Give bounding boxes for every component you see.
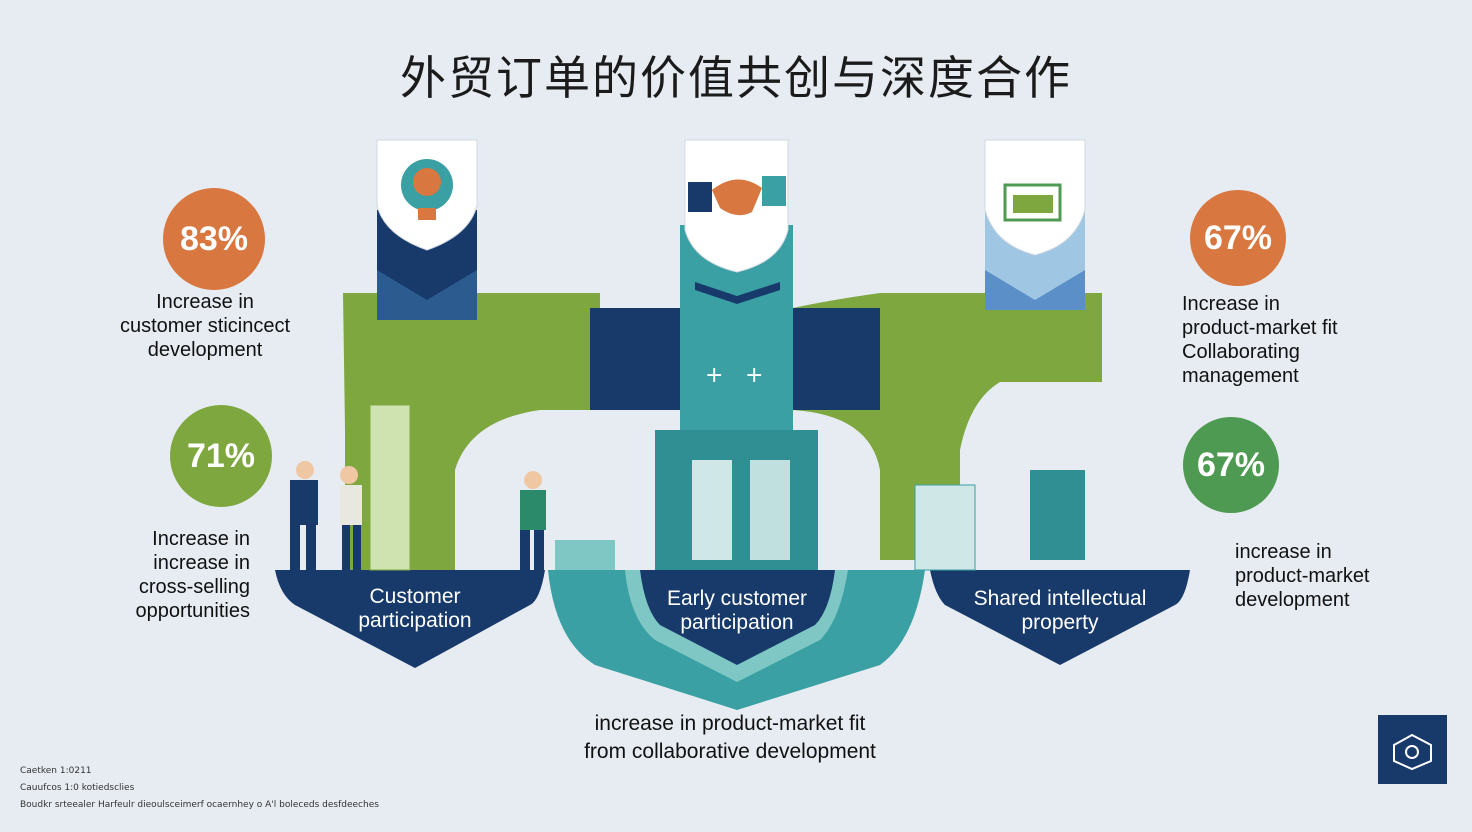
left-tower [369, 404, 411, 571]
stat-badge-tr: 67% [1190, 190, 1286, 286]
node-label-right: Shared intellectual property [973, 587, 1147, 634]
right-navy-connector [793, 308, 880, 410]
plus-mark-1: + [705, 363, 723, 388]
center-chevron [695, 282, 780, 304]
people-group [290, 461, 546, 570]
stat-text-tr: Increase in product-market fit Collabora… [1182, 293, 1338, 387]
stat-text-mr: increase in product-market development [1235, 541, 1370, 611]
stat-text-ml: Increase in increase in cross-selling op… [135, 528, 250, 622]
lightbulb-icon [401, 159, 453, 220]
footer-line-3: Boudkr srteealer Harfeulr dieoulsceimerf… [20, 800, 379, 810]
right-house [914, 484, 976, 571]
center-teal-lower [655, 430, 818, 580]
stat-badge-ml: 71% [170, 405, 272, 507]
stat-badge-mr: 67% [1183, 417, 1279, 513]
corner-logo-icon [1378, 715, 1447, 784]
center-machine [692, 460, 732, 560]
left-navy-chevron [275, 570, 545, 668]
right-top-chevron [985, 270, 1085, 310]
stat-text-tl: Increase in customer sticincect developm… [119, 291, 291, 361]
node-label-left: Customer participation [358, 585, 472, 632]
right-navy-chevron [930, 570, 1190, 665]
plus-mark-2: + [745, 363, 763, 388]
stat-badge-tl: 83% [163, 188, 265, 290]
left-top-chevron [377, 270, 477, 320]
page-title: 外贸订单的价值共创与深度合作 [400, 51, 1072, 105]
center-machine-2 [750, 460, 790, 560]
node-label-center: Early customer participation [666, 587, 808, 634]
footer-line-2: Cauufcos 1:0 kotiedsclies [20, 783, 135, 793]
right-house-2 [1030, 470, 1085, 560]
footer-line-1: Caetken 1:0211 [20, 766, 92, 776]
bottom-note: increase in product-market fit from coll… [584, 712, 876, 763]
small-shelf [555, 540, 615, 570]
left-navy-connector [590, 308, 680, 410]
handshake-icon [688, 176, 786, 216]
monitor-icon [1003, 183, 1062, 222]
center-navy-chevron [640, 570, 835, 665]
